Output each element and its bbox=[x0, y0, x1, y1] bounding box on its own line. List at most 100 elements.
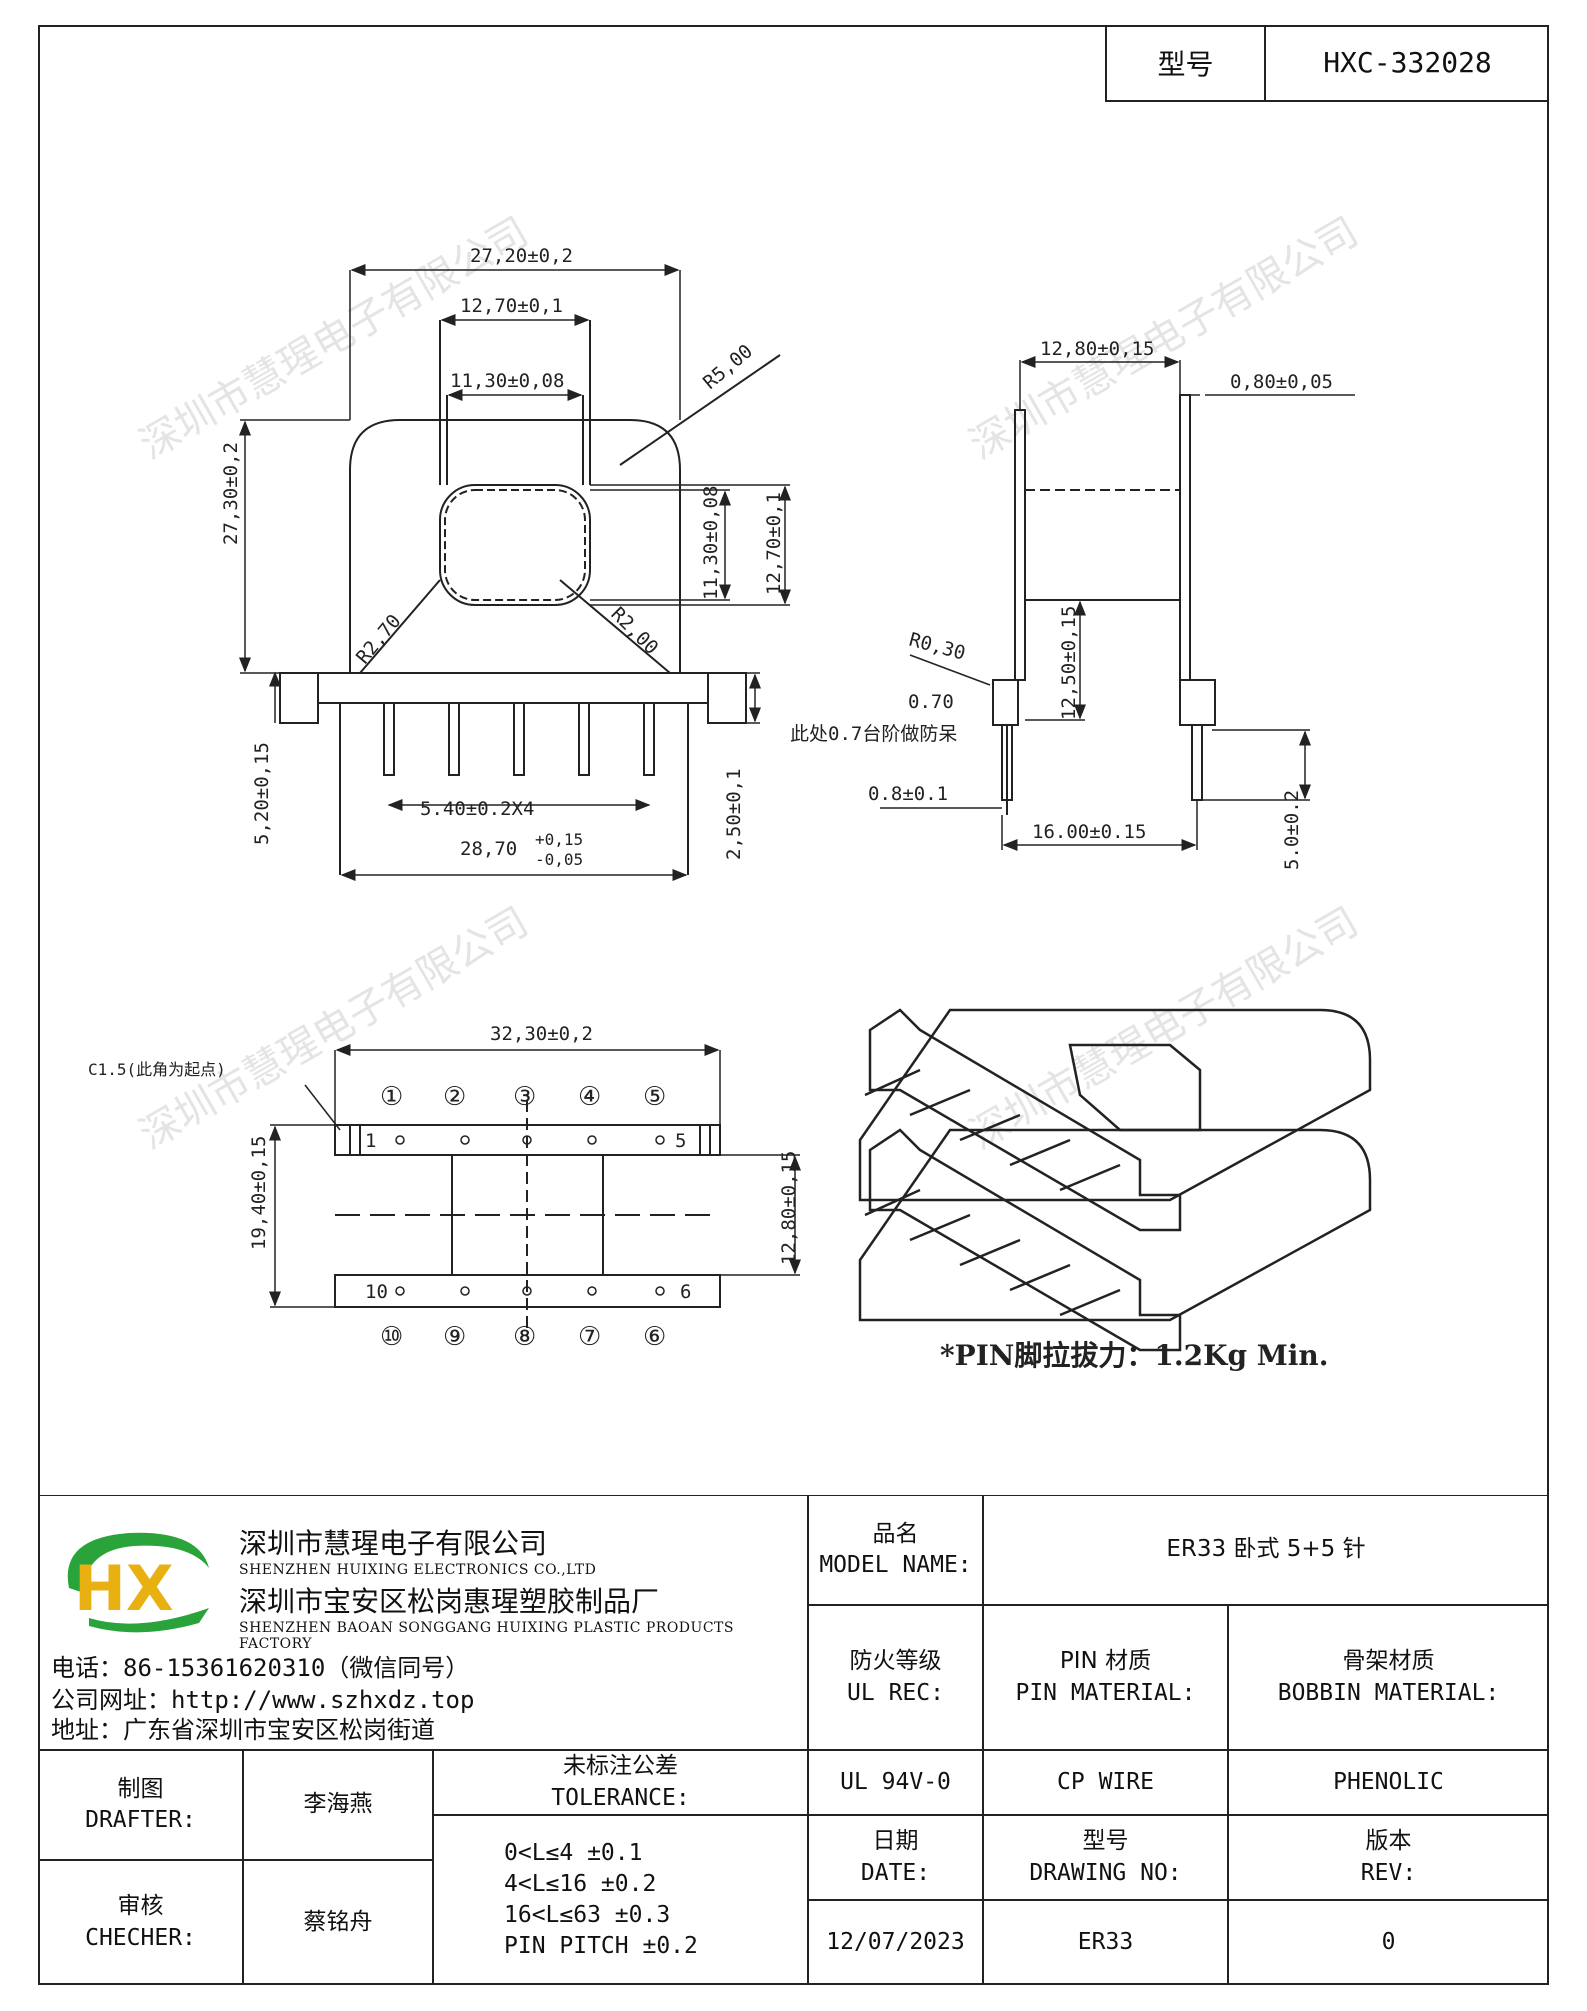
dim-M: 16.00±0.15 bbox=[1032, 821, 1146, 843]
tolerance-label: 未标注公差 TOLERANCE: bbox=[433, 1750, 808, 1815]
pin-circle-label: ⑨ bbox=[443, 1322, 466, 1352]
pin-circle-label: ① bbox=[380, 1082, 403, 1112]
isometric-view bbox=[858, 1008, 1372, 1352]
pin-end-labels: 1 5 10 6 bbox=[365, 1130, 691, 1303]
pin-circle-label: ⑤ bbox=[643, 1082, 666, 1112]
pin-circle-label: ② bbox=[443, 1082, 466, 1112]
drafter-name: 李海燕 bbox=[243, 1750, 433, 1860]
rev-value: 0 bbox=[1228, 1900, 1549, 1985]
dim-O: 0.8±0.1 bbox=[868, 783, 948, 805]
company-info: HX 深圳市慧瑆电子有限公司 SHENZHEN HUIXING ELECTRON… bbox=[38, 1495, 808, 1750]
note-step: 此处0.7台阶做防呆 bbox=[790, 723, 957, 745]
watermark: 深圳市慧瑆电子有限公司 bbox=[962, 209, 1366, 469]
dim-A: 27,20±0,2 bbox=[470, 245, 573, 267]
model-name-label: 品名 MODEL NAME: bbox=[808, 1495, 983, 1605]
tolerance-table: 0<L≤4 ±0.1 4<L≤16 ±0.2 16<L≤63 ±0.3 PIN … bbox=[433, 1815, 808, 1985]
watermark: 深圳市慧瑆电子有限公司 bbox=[132, 899, 536, 1159]
pin-number-row: ① ② ③ ④ ⑤ ⑩ ⑨ ⑧ ⑦ ⑥ bbox=[380, 1082, 666, 1352]
label-en: REV: bbox=[1360, 1859, 1417, 1886]
front-dim-lines bbox=[239, 264, 791, 881]
label-en: DATE: bbox=[860, 1859, 931, 1886]
date-value: 12/07/2023 bbox=[808, 1900, 983, 1985]
label-en: TOLERANCE: bbox=[551, 1784, 690, 1811]
drawing-no-value: ER33 bbox=[983, 1900, 1228, 1985]
dim-B: 12,70±0,1 bbox=[460, 295, 563, 317]
dim-R0-70: 0.70 bbox=[908, 691, 954, 713]
label-cn: 制图 bbox=[117, 1775, 164, 1802]
model-label: 型号 bbox=[1107, 25, 1266, 100]
label-cn: PIN 材质 bbox=[1059, 1648, 1152, 1675]
model-name-value: ER33 卧式 5+5 针 bbox=[983, 1495, 1549, 1605]
model-header: 型号 HXC-332028 bbox=[1105, 25, 1549, 102]
label-cn: 版本 bbox=[1365, 1828, 1412, 1855]
bobbin-material-label: 骨架材质 BOBBIN MATERIAL: bbox=[1228, 1605, 1549, 1750]
dim-G: 12,80±0,15 bbox=[1040, 338, 1154, 360]
label-en: DRAFTER: bbox=[85, 1807, 196, 1833]
bottom-view bbox=[334, 1100, 721, 1330]
dim-J: 32,30±0,2 bbox=[490, 1023, 593, 1045]
title-block: HX 深圳市慧瑆电子有限公司 SHENZHEN HUIXING ELECTRON… bbox=[38, 1495, 1549, 1985]
label-en: BOBBIN MATERIAL: bbox=[1277, 1679, 1500, 1706]
tolerance-line: PIN PITCH ±0.2 bbox=[504, 1933, 698, 1960]
pin-label-1: 1 bbox=[365, 1130, 376, 1152]
rev-label: 版本 REV: bbox=[1228, 1815, 1549, 1900]
bobbin-material-value: PHENOLIC bbox=[1228, 1750, 1549, 1815]
pin-material-value: CP WIRE bbox=[983, 1750, 1228, 1815]
dim-R0-30: R0,30 bbox=[907, 629, 968, 665]
front-view bbox=[279, 320, 781, 875]
company-address: 地址：广东省深圳市宝安区松岗街道 bbox=[51, 1716, 435, 1744]
dim-H: 0,80±0,05 bbox=[1230, 371, 1333, 393]
company-logo-icon: HX bbox=[67, 1532, 209, 1633]
tolerance-line: 0<L≤4 ±0.1 bbox=[504, 1839, 643, 1866]
drafter-label: 制图 DRAFTER: bbox=[38, 1750, 243, 1860]
pin-force-note: *PIN脚拉拔力：1.2Kg Min. bbox=[940, 1339, 1329, 1372]
dim-I: 12,50±0,15 bbox=[1058, 606, 1080, 720]
pin-circle-label: ⑦ bbox=[578, 1322, 601, 1352]
label-en: MODEL NAME: bbox=[819, 1552, 972, 1578]
pin-label-5: 5 bbox=[675, 1130, 686, 1152]
dim-N: 5.40±0.2X4 bbox=[420, 798, 534, 820]
dim-L: 12,80±0,15 bbox=[778, 1151, 800, 1265]
company-website: 公司网址：http://www.szhxdz.top bbox=[51, 1686, 475, 1714]
logo-text: HX bbox=[74, 1552, 174, 1625]
label-en: DRAWING NO: bbox=[1029, 1859, 1182, 1886]
side-dim-lines bbox=[880, 356, 1355, 851]
dim-F-tol-dn: -0,05 bbox=[535, 850, 583, 869]
factory-name-cn: 深圳市宝安区松岗惠瑆塑胶制品厂 bbox=[239, 1585, 660, 1618]
label-cn: 防火等级 bbox=[849, 1648, 942, 1675]
bottom-dim-lines bbox=[269, 1044, 801, 1308]
dim-E: 5,20±0,15 bbox=[251, 742, 273, 845]
label-cn: 骨架材质 bbox=[1342, 1648, 1435, 1675]
drawing-no-label: 型号 DRAWING NO: bbox=[983, 1815, 1228, 1900]
pin-label-6: 6 bbox=[680, 1281, 691, 1303]
label-en: PIN MATERIAL: bbox=[1015, 1679, 1196, 1706]
ul-rec-value: UL 94V-0 bbox=[808, 1750, 983, 1815]
pin-circle-label: ⑩ bbox=[380, 1322, 403, 1352]
side-view bbox=[992, 394, 1216, 815]
dim-D: 27,30±0,2 bbox=[220, 442, 242, 545]
tolerance-line: 16<L≤63 ±0.3 bbox=[504, 1902, 671, 1928]
dim-F-width: 28,70 bbox=[460, 838, 517, 860]
label-cn: 审核 bbox=[117, 1893, 164, 1920]
dim-C1-5: C1.5(此角为起点) bbox=[88, 1060, 226, 1079]
dim-R2-00: R2,00 bbox=[606, 603, 662, 659]
pin-circle-label: ③ bbox=[513, 1082, 536, 1112]
company-name-cn: 深圳市慧瑆电子有限公司 bbox=[239, 1527, 548, 1560]
date-label: 日期 DATE: bbox=[808, 1815, 983, 1900]
watermark: 深圳市慧瑆电子有限公司 bbox=[962, 899, 1366, 1159]
dim-Q: 11,30±0,08 bbox=[700, 486, 722, 600]
dim-R5: R5,00 bbox=[699, 340, 757, 394]
label-en: UL REC: bbox=[847, 1679, 944, 1706]
company-name-en: SHENZHEN HUIXING ELECTRONICS CO.,LTD bbox=[239, 1562, 597, 1578]
dim-X: 12,70±0,1 bbox=[763, 492, 785, 595]
dim-F-height: 2,50±0,1 bbox=[723, 768, 745, 860]
pin-circle-label: ④ bbox=[578, 1082, 601, 1112]
company-phone: 电话：86-15361620310（微信同号） bbox=[51, 1654, 470, 1682]
model-value: HXC-332028 bbox=[1323, 46, 1492, 79]
tolerance-line: 4<L≤16 ±0.2 bbox=[504, 1870, 657, 1897]
label-cn: 品名 bbox=[872, 1520, 919, 1547]
label-en: CHECHER: bbox=[85, 1924, 196, 1951]
pin-label-10: 10 bbox=[365, 1281, 388, 1303]
pin-holes bbox=[395, 1135, 665, 1296]
dim-C: 11,30±0,08 bbox=[450, 370, 564, 392]
